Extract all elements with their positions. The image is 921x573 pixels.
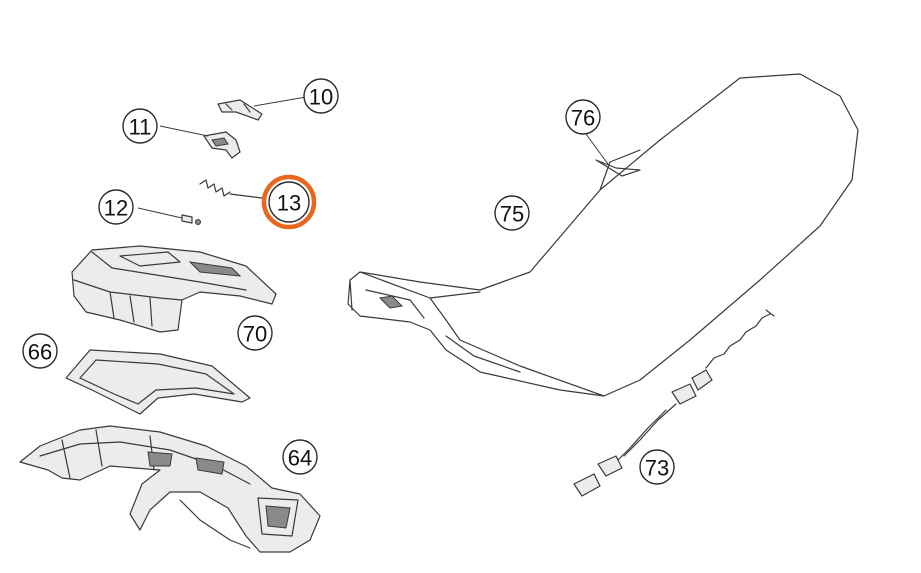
callout-64: 64 <box>282 439 318 475</box>
callout-label: 11 <box>129 115 152 140</box>
callout-circle <box>122 108 158 144</box>
leader-10 <box>253 96 307 107</box>
callout-12: 12 <box>98 189 134 225</box>
callout-label: 13 <box>277 191 301 216</box>
part-12-screw <box>137 207 201 225</box>
callout-circle <box>282 439 318 475</box>
part-75-seat <box>347 73 859 397</box>
highlight-ring <box>261 174 317 230</box>
callout-73: 73 <box>639 449 675 485</box>
callout-10: 10 <box>303 78 339 114</box>
part-64-frame <box>19 425 321 553</box>
callout-70: 70 <box>237 315 273 351</box>
callout-circle <box>494 195 530 231</box>
callout-label: 10 <box>309 85 333 110</box>
callout-circle <box>237 315 273 351</box>
callout-label: 70 <box>243 322 267 347</box>
part-11-latch <box>203 131 241 159</box>
callout-13: 13 <box>268 181 310 223</box>
leader-76 <box>585 133 609 165</box>
callout-circle <box>22 333 58 369</box>
callout-label: 75 <box>500 202 524 227</box>
part-70-tail-cover <box>71 245 277 333</box>
callout-label: 73 <box>645 456 669 481</box>
callout-76: 76 <box>565 99 601 135</box>
callout-label: 66 <box>28 340 52 365</box>
callout-circle <box>303 78 339 114</box>
callout-11: 11 <box>122 108 158 144</box>
callout-66: 66 <box>22 333 58 369</box>
part-10-bracket <box>217 99 263 121</box>
callout-circle <box>565 99 601 135</box>
part-76-strap <box>595 159 641 177</box>
part-66-gasket <box>65 349 251 415</box>
callout-75: 75 <box>494 195 530 231</box>
callout-label: 12 <box>104 196 128 221</box>
part-13-spring <box>199 179 263 199</box>
highlight-layer <box>261 174 317 230</box>
callouts-layer: 10 11 12 13 66 70 64 75 76 73 <box>22 78 675 485</box>
callout-label: 76 <box>571 106 595 131</box>
callout-label: 64 <box>288 446 312 471</box>
leader-11 <box>159 125 209 137</box>
callout-circle <box>268 181 310 223</box>
callout-circle <box>639 449 675 485</box>
part-73-cable <box>573 309 775 497</box>
callout-circle <box>98 189 134 225</box>
